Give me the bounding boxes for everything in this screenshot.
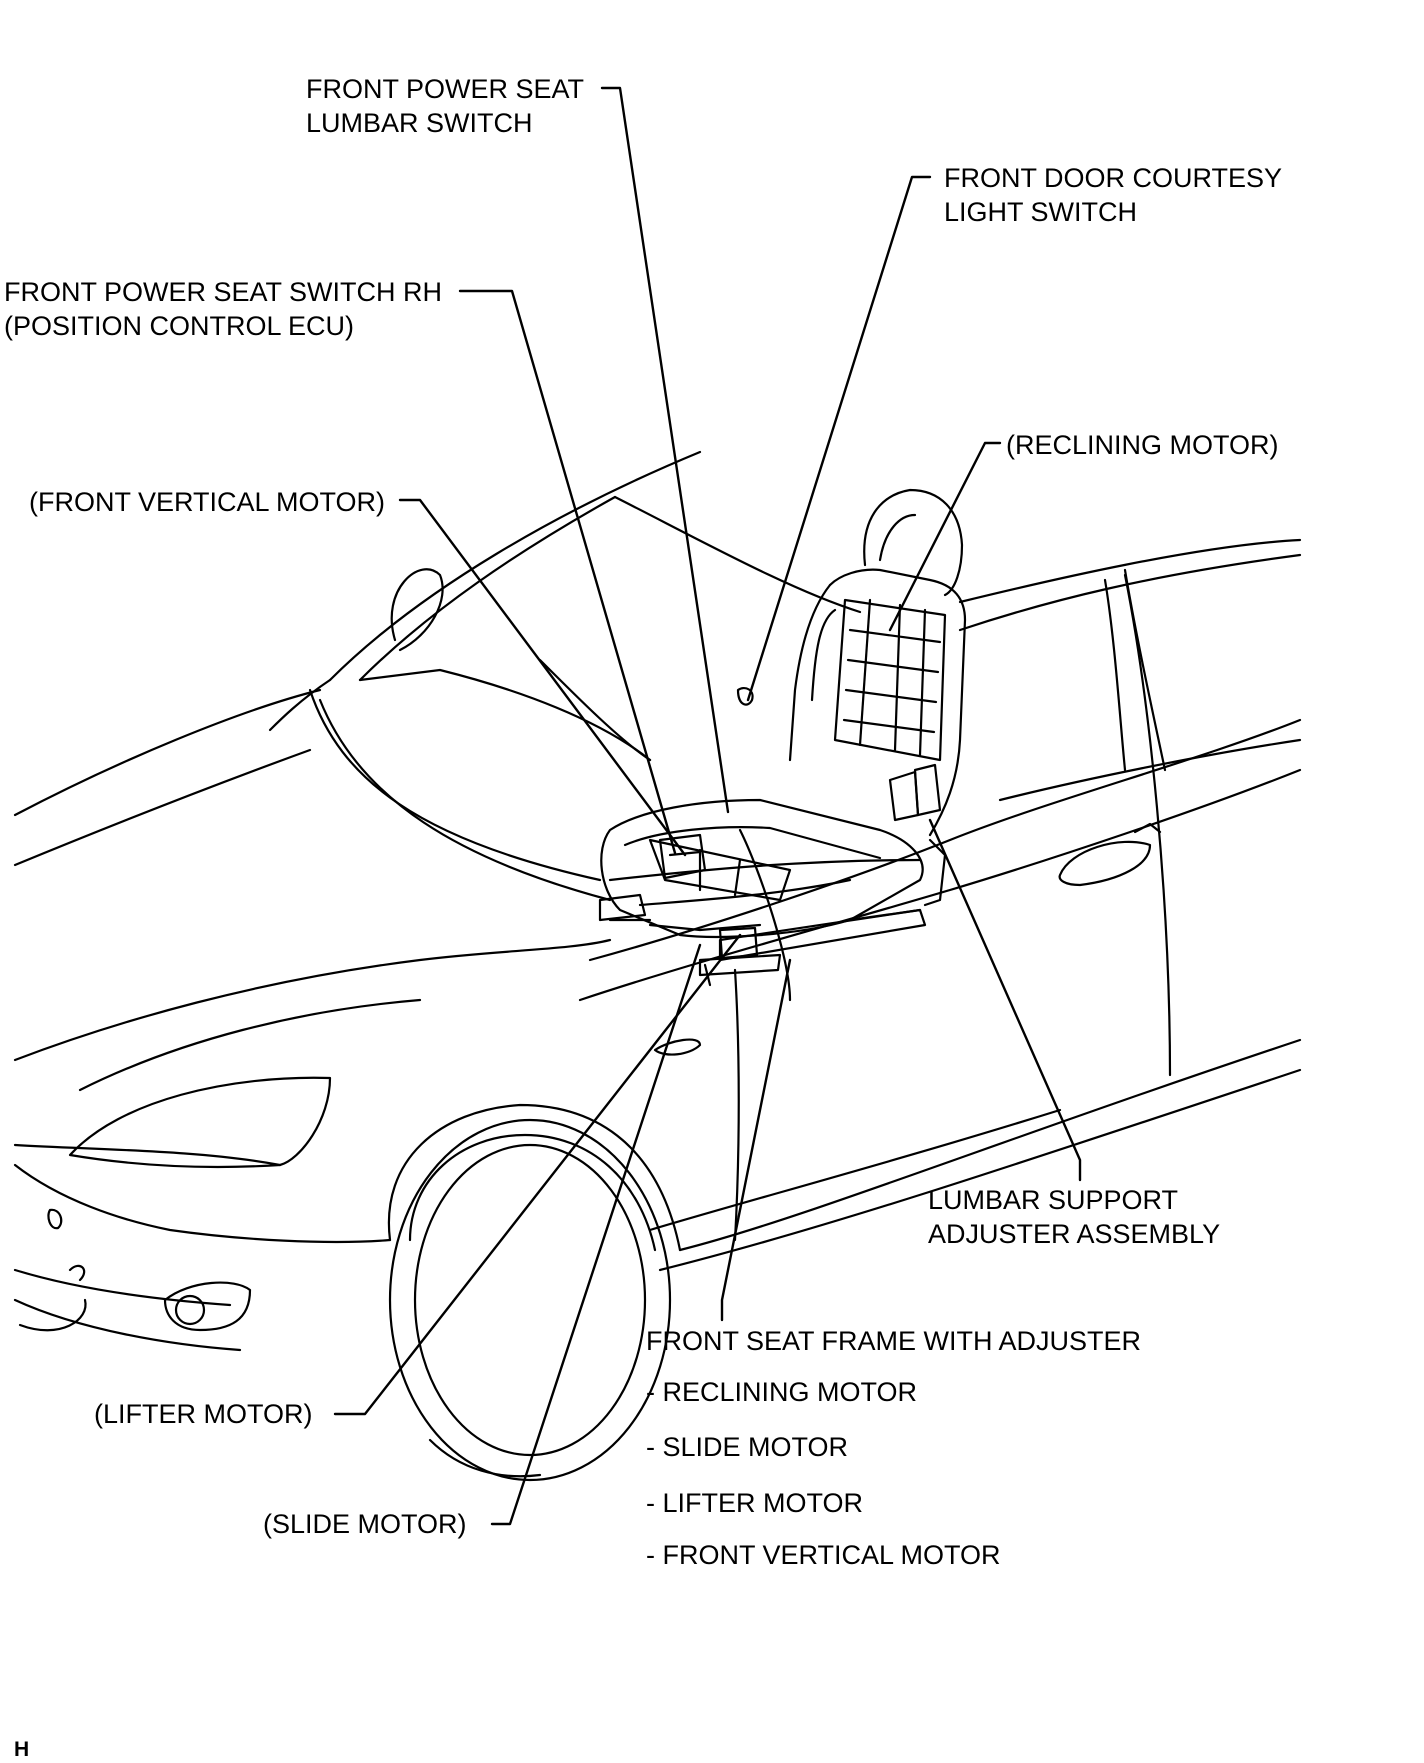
seat-switch-rh-line1: FRONT POWER SEAT SWITCH RH (4, 277, 443, 307)
seat-switch-rh-line2: (POSITION CONTROL ECU) (4, 311, 355, 341)
lumbar-support-line1: LUMBAR SUPPORT (928, 1185, 1179, 1215)
leader-lines (333, 86, 1082, 1526)
lifter-motor-label: (LIFTER MOTOR) (94, 1399, 313, 1429)
seat-frame-item-reclining: - RECLINING MOTOR (646, 1377, 918, 1407)
lumbar-support-label: LUMBAR SUPPORT ADJUSTER ASSEMBLY (928, 1183, 1220, 1251)
slide-motor-label: (SLIDE MOTOR) (263, 1509, 467, 1539)
seat-frame-label: FRONT SEAT FRAME WITH ADJUSTER (646, 1326, 1142, 1356)
courtesy-switch-line1: FRONT DOOR COURTESY (944, 163, 1283, 193)
lumbar-switch-line1: FRONT POWER SEAT (306, 74, 585, 104)
lumbar-switch-label: FRONT POWER SEAT LUMBAR SWITCH (306, 72, 584, 140)
lumbar-support-line2: ADJUSTER ASSEMBLY (928, 1219, 1221, 1249)
reclining-motor-label: (RECLINING MOTOR) (1006, 430, 1279, 460)
seat-switch-rh-label: FRONT POWER SEAT SWITCH RH (POSITION CON… (4, 275, 442, 343)
seat-frame-item-lifter: - LIFTER MOTOR (646, 1488, 864, 1518)
seat-assembly (598, 488, 967, 987)
seat-frame-item-slide: - SLIDE MOTOR (646, 1432, 849, 1462)
lumbar-switch-line2: LUMBAR SWITCH (306, 108, 533, 138)
courtesy-switch-line2: LIGHT SWITCH (944, 197, 1138, 227)
courtesy-switch-label: FRONT DOOR COURTESY LIGHT SWITCH (944, 161, 1282, 229)
figure-code: H (14, 1738, 30, 1761)
seat-frame-item-vertical: - FRONT VERTICAL MOTOR (646, 1540, 1001, 1570)
car-body-outline (13, 450, 1302, 1482)
front-vertical-motor-label: (FRONT VERTICAL MOTOR) (29, 487, 386, 517)
